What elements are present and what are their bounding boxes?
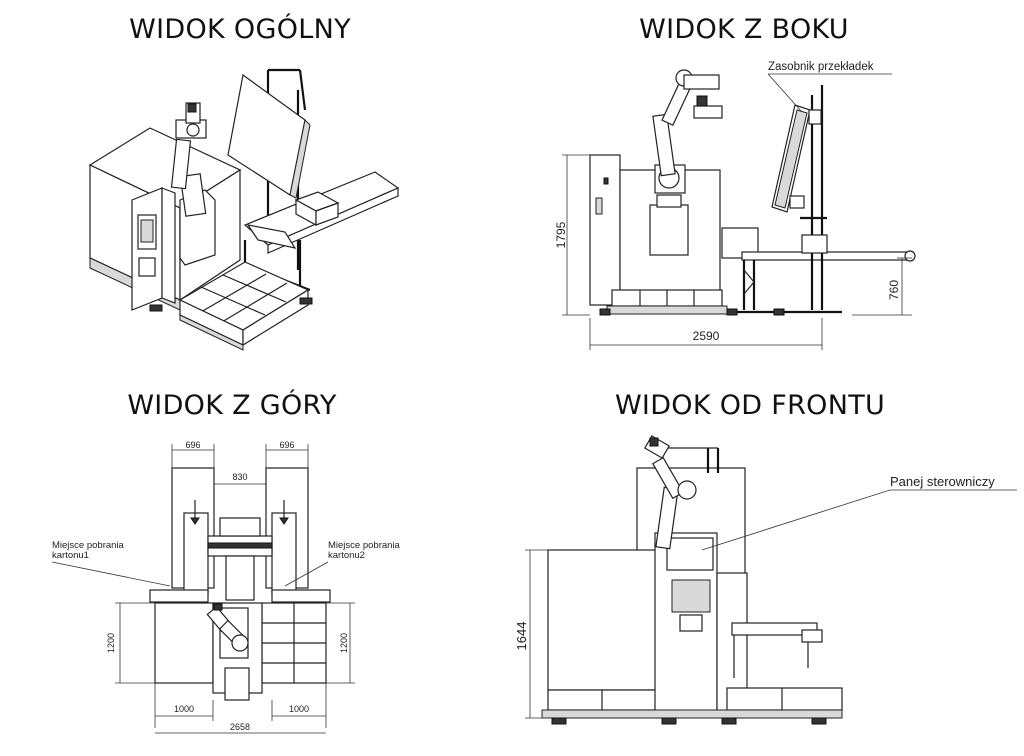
top-right-width-dimension: 696	[279, 440, 294, 450]
general-view-drawing	[0, 0, 512, 370]
pickup-2-label-line1: Miejsce pobrania	[328, 540, 401, 551]
top-total-dimension: 2658	[230, 722, 250, 732]
side-length-dimension: 2590	[693, 329, 720, 343]
top-left-depth-dimension: 1200	[106, 633, 116, 653]
front-view-title: WIDOK OD FRONTU	[614, 390, 886, 421]
front-panel-callout: Panej sterowniczy	[890, 474, 995, 489]
top-view-drawing: Miejsce pobrania kartonu1 Miejsce pobran…	[0, 378, 512, 756]
pickup-2-label-line2: kartonu2	[328, 550, 365, 561]
top-left-pallet-dimension: 1000	[174, 704, 194, 714]
top-left-width-dimension: 696	[185, 440, 200, 450]
general-view-title: WIDOK OGÓLNY	[129, 14, 351, 45]
pickup-1-label-line2: kartonu1	[52, 550, 89, 561]
top-right-pallet-dimension: 1000	[289, 704, 309, 714]
side-view-title: WIDOK Z BOKU	[639, 14, 849, 45]
side-view-drawing: Zasobnik przekładek 1795 760 2590	[512, 0, 1024, 370]
top-view-title: WIDOK Z GÓRY	[127, 390, 337, 421]
front-view-drawing: Panej sterowniczy 1644	[512, 378, 1024, 756]
front-height-dimension: 1644	[514, 622, 529, 651]
side-conveyor-dimension: 760	[887, 280, 901, 300]
top-right-depth-dimension: 1200	[339, 633, 349, 653]
pickup-1-label-line1: Miejsce pobrania	[52, 540, 125, 551]
side-magazine-callout: Zasobnik przekładek	[768, 61, 874, 73]
top-gap-dimension: 830	[232, 472, 247, 482]
side-height-dimension: 1795	[554, 221, 568, 248]
